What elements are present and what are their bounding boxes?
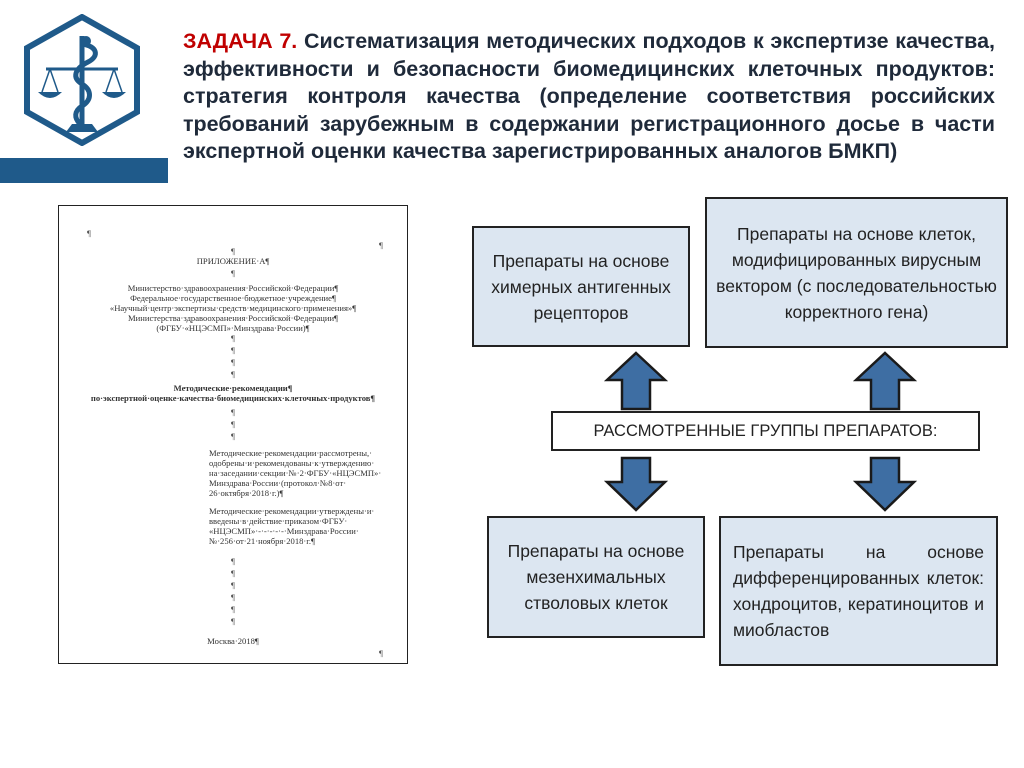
- doc-pilcrow: ¶: [231, 592, 235, 602]
- group-box-msc-label: Препараты на основе мезенхимальных ствол…: [507, 541, 685, 613]
- doc-org-line: Федеральное·государственное·бюджетное·уч…: [130, 293, 336, 303]
- arrow-up-icon: [853, 351, 917, 411]
- doc-org-line: Министерства·здравоохранения·Российской·…: [128, 313, 338, 323]
- doc-introduced-line: введены·в·действие·приказом·ФГБУ·: [209, 516, 348, 526]
- doc-pilcrow: ¶: [379, 240, 383, 250]
- doc-pilcrow: ¶: [231, 407, 235, 417]
- doc-approved-line: Методические·рекомендации·рассмотрены,·: [209, 448, 373, 458]
- doc-approved-line: Минздрава·России·(протокол·№8·от·: [209, 478, 347, 488]
- group-box-msc: Препараты на основе мезенхимальных ствол…: [487, 516, 705, 638]
- arrow-up-icon: [604, 351, 668, 411]
- doc-pilcrow: ¶: [231, 333, 235, 343]
- doc-pilcrow: ¶: [231, 357, 235, 367]
- doc-approved-line: 26·октября·2018·г.)¶: [209, 488, 284, 498]
- doc-org-line: Министерство·здравоохранения·Российской·…: [127, 283, 339, 293]
- page-title: ЗАДАЧА 7. Систематизация методических по…: [183, 28, 995, 166]
- doc-introduced-line: Методические·рекомендации·утверждены·и·: [209, 506, 375, 516]
- doc-pilcrow: ¶: [87, 228, 91, 238]
- doc-pilcrow: ¶: [379, 648, 383, 658]
- doc-pilcrow: ¶: [231, 568, 235, 578]
- doc-org-line: «Научный·центр·экспертизы·средств·медици…: [109, 303, 357, 313]
- group-box-differentiated: Препараты на основе дифференцированных к…: [719, 516, 998, 666]
- doc-pilcrow: ¶: [231, 431, 235, 441]
- doc-introduced-line: «НЦЭСМП»·-·-·-·-·-·Минздрава·России·: [209, 526, 359, 536]
- group-box-car: Препараты на основе химерных антигенных …: [472, 226, 690, 347]
- brand-bar: [0, 158, 168, 183]
- caduceus-scales-hexagon-icon: [24, 14, 140, 146]
- doc-pilcrow: ¶: [231, 419, 235, 429]
- doc-pilcrow: ¶: [231, 345, 235, 355]
- doc-pilcrow: ¶: [231, 369, 235, 379]
- document-page: ¶ ПРИЛОЖЕНИЕ·А¶ ¶ ¶ ¶ Министерство·здрав…: [58, 205, 408, 664]
- doc-pilcrow: ¶: [231, 604, 235, 614]
- doc-pilcrow: ¶: [231, 268, 235, 278]
- doc-org-line: (ФГБУ·«НЦЭСМП»·Минздрава·России)¶: [156, 323, 310, 333]
- groups-heading-label: РАССМОТРЕННЫЕ ГРУППЫ ПРЕПАРАТОВ:: [593, 422, 938, 440]
- doc-city-year: Москва·2018¶: [207, 636, 259, 646]
- doc-rec-title: по·экспертной·оценке·качества·биомедицин…: [90, 393, 376, 403]
- title-text: Систематизация методических подходов к э…: [183, 29, 995, 163]
- group-box-differentiated-label: Препараты на основе дифференцированных к…: [733, 542, 984, 640]
- group-box-viral-vector: Препараты на основе клеток, модифицирова…: [705, 197, 1008, 348]
- doc-pilcrow: ¶: [231, 616, 235, 626]
- doc-rec-title: Методические·рекомендации¶: [173, 383, 293, 393]
- doc-approved-line: одобрены·и·рекомендованы·к·утверждению·: [209, 458, 375, 468]
- title-lead: ЗАДАЧА 7.: [183, 29, 298, 53]
- arrow-down-icon: [604, 456, 668, 512]
- doc-appendix: ПРИЛОЖЕНИЕ·А¶: [196, 256, 270, 266]
- doc-pilcrow: ¶: [231, 556, 235, 566]
- doc-pilcrow: ¶: [231, 246, 235, 256]
- doc-pilcrow: ¶: [231, 580, 235, 590]
- doc-introduced-line: №·256·от·21·ноября·2018·г.¶: [209, 536, 315, 546]
- doc-approved-line: на·заседании·секции·№·2·ФГБУ·«НЦЭСМП»·: [209, 468, 382, 478]
- arrow-down-icon: [853, 456, 917, 512]
- groups-heading-box: РАССМОТРЕННЫЕ ГРУППЫ ПРЕПАРАТОВ:: [551, 411, 980, 451]
- group-box-viral-vector-label: Препараты на основе клеток, модифицирова…: [716, 223, 997, 322]
- group-box-car-label: Препараты на основе химерных антигенных …: [491, 250, 671, 323]
